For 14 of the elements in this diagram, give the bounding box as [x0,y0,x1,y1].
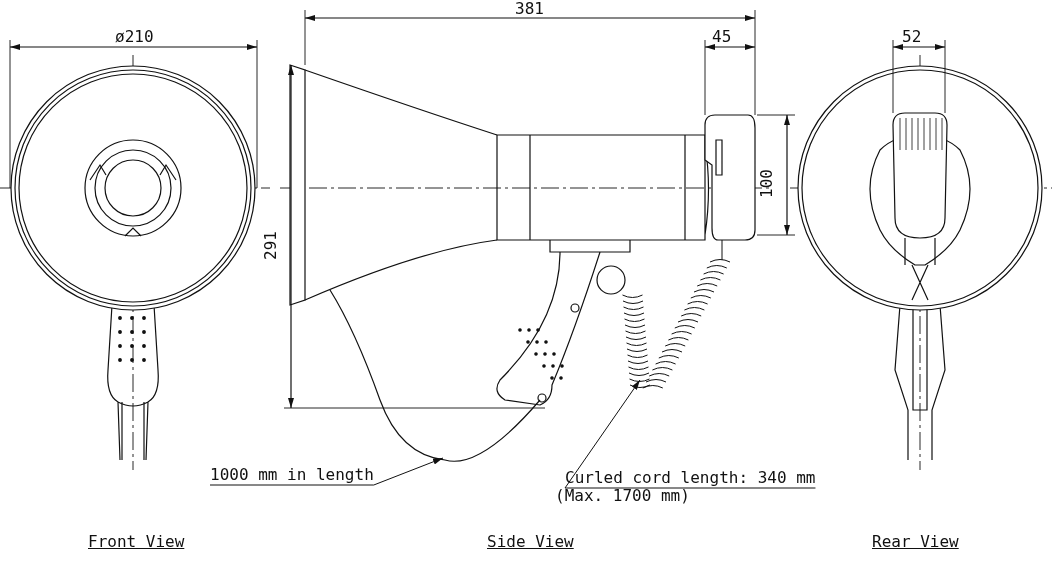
dimension-label: 381 [515,0,544,18]
callout-text: Curled cord length: 340 mm [565,469,816,487]
callout-text: 1000 mm in length [210,466,374,484]
leader-line [564,379,816,489]
view-title: Front View [88,533,185,551]
dimension-label: 100 [758,169,776,198]
leader-line [209,457,444,486]
callout-note: (Max. 1700 mm) [555,487,691,505]
dimension-label: 291 [262,231,280,260]
view-title: Rear View [872,533,959,551]
dimension-label: 52 [902,28,922,46]
dimension-label: ø210 [115,28,154,46]
view-title: Side View [487,533,574,551]
dimension-label: 45 [712,28,732,46]
